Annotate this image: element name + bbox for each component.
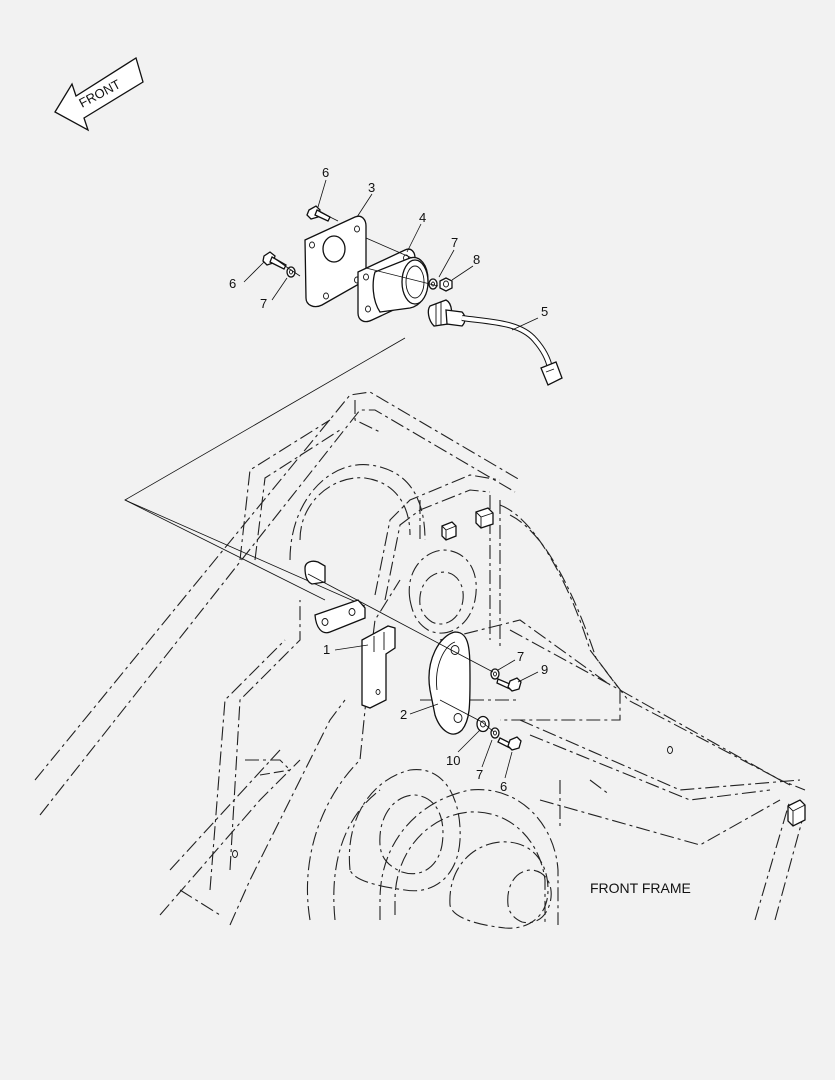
callout-6: 6 xyxy=(500,779,507,794)
part-6-bolt-left xyxy=(262,251,287,270)
front-frame-caption: FRONT FRAME xyxy=(590,880,691,896)
callout-9: 9 xyxy=(541,662,548,677)
part-10-washer xyxy=(476,715,490,733)
front-arrow: FRONT xyxy=(54,56,144,132)
callout-7: 7 xyxy=(260,296,267,311)
part-7-washer-lower-b xyxy=(490,727,500,739)
callout-3: 3 xyxy=(368,180,375,195)
part-8-nut xyxy=(439,277,453,292)
callout-7: 7 xyxy=(476,767,483,782)
callout-6: 6 xyxy=(229,276,236,291)
callout-5: 5 xyxy=(541,304,548,319)
callout-10: 10 xyxy=(446,753,460,768)
callout-7: 7 xyxy=(451,235,458,250)
callout-8: 8 xyxy=(473,252,480,267)
part-6-bolt-lower xyxy=(497,736,522,751)
callout-2: 2 xyxy=(400,707,407,722)
part-5-cable xyxy=(427,299,563,386)
callouts: 6 3 4 7 8 6 7 5 1 7 9 2 10 7 6 xyxy=(229,165,548,794)
part-7-washer-lower-a xyxy=(490,668,500,680)
part-4-sensor xyxy=(357,248,429,323)
callout-1: 1 xyxy=(323,642,330,657)
part-2-cam-plate xyxy=(428,631,471,735)
part-3-plate xyxy=(304,215,367,308)
callout-4: 4 xyxy=(419,210,426,225)
part-1-bracket xyxy=(304,560,396,709)
front-frame-outline xyxy=(34,391,806,929)
leader-lines xyxy=(243,179,539,779)
part-9-bolt xyxy=(496,677,522,692)
part-7-washer-left xyxy=(286,266,296,278)
alignment-lines xyxy=(273,211,495,733)
detail-boundary xyxy=(124,337,406,607)
callout-6: 6 xyxy=(322,165,329,180)
part-6-bolt-upper xyxy=(306,205,331,222)
callout-7: 7 xyxy=(517,649,524,664)
